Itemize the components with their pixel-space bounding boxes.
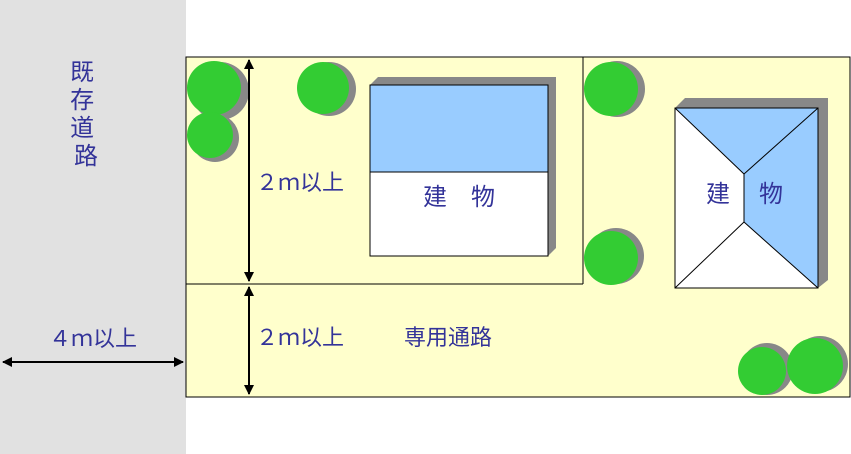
- tree: [187, 61, 249, 120]
- tree: [738, 343, 793, 395]
- tree: [584, 228, 644, 285]
- tree: [584, 61, 645, 117]
- tree: [297, 62, 356, 116]
- frontage-upper-label: ２ｍ以上: [256, 171, 344, 196]
- building-right: 建 物: [674, 98, 828, 289]
- building-left: 建 物: [369, 77, 556, 257]
- tree: [787, 336, 848, 394]
- existing-road-label: 既 存 道 路: [70, 58, 102, 170]
- existing-road: [0, 0, 186, 454]
- building-right-label-1: 建: [706, 180, 730, 208]
- building-right-label-2: 物: [759, 180, 783, 208]
- trees: [187, 61, 848, 395]
- frontage-lower-label: ２ｍ以上: [256, 326, 344, 351]
- road-width-label: ４ｍ以上: [49, 327, 137, 352]
- building-left-label: 建 物: [423, 183, 495, 211]
- private-road-label: 専用通路: [404, 326, 492, 351]
- tree: [187, 112, 239, 162]
